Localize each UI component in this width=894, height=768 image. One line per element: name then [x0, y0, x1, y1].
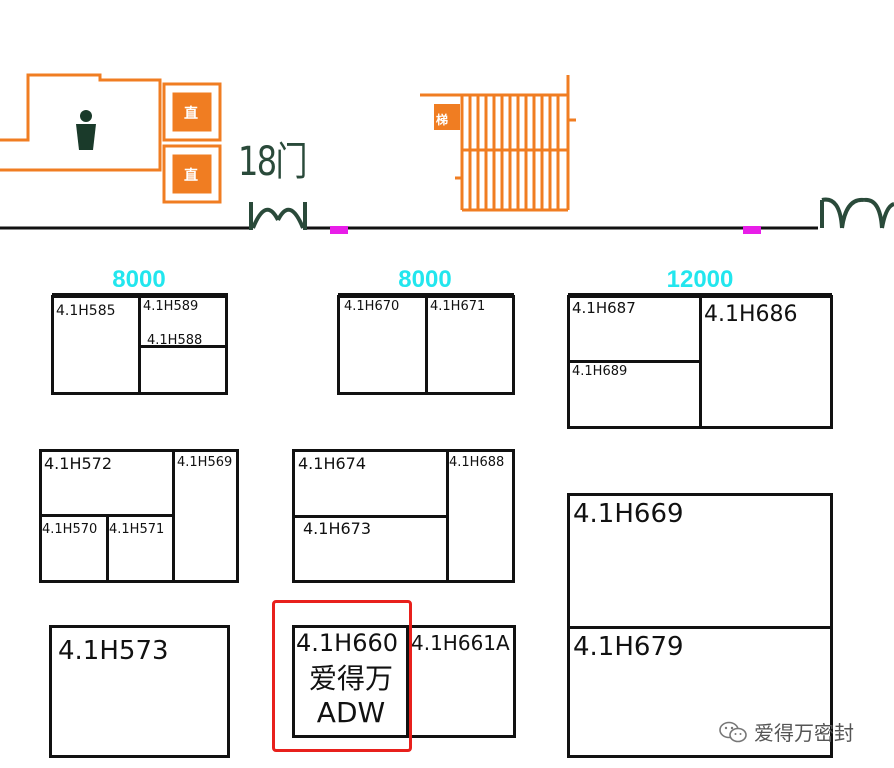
booth-label: 4.1H661A: [411, 631, 510, 655]
booth-label: 4.1H671: [430, 299, 486, 314]
booth-label: 4.1H686: [704, 302, 798, 327]
booth-label: 4.1H570: [42, 522, 98, 537]
highlight-frame: [272, 600, 412, 752]
booth-label: 4.1H679: [573, 632, 684, 662]
booth-4-1h689[interactable]: 4.1H689: [567, 360, 702, 429]
exhibitor-name-en: ADW: [316, 695, 386, 729]
booth-4-1h571[interactable]: 4.1H571: [106, 514, 175, 583]
booth-label: 4.1H571: [109, 522, 165, 537]
booth-4-1h572[interactable]: 4.1H572: [39, 449, 175, 517]
booth-4-1h687[interactable]: 4.1H687: [567, 295, 702, 363]
booth-label: 4.1H569: [177, 455, 233, 470]
booth-4-1h573[interactable]: 4.1H573: [49, 625, 230, 758]
booth-label: 4.1H688: [449, 455, 505, 470]
exhibitor-name-cn: 爱得万: [308, 662, 393, 695]
door-18-label: 18门: [238, 139, 308, 185]
booth-label: 4.1H585: [56, 303, 116, 319]
dimension-label: 12000: [666, 266, 734, 293]
booth-4-1h670[interactable]: 4.1H670: [337, 295, 428, 395]
booth-4-1h673[interactable]: 4.1H673: [292, 515, 449, 583]
stair-sign-icon: [434, 104, 460, 130]
booth-4-1h671[interactable]: 4.1H671: [425, 295, 515, 395]
door-18-icon: [249, 202, 307, 230]
booth-4-1h588[interactable]: 4.1H588: [138, 334, 228, 395]
booth-4-1h669[interactable]: 4.1H669: [567, 493, 833, 629]
marker-icon: [743, 226, 761, 234]
booth-4-1h660[interactable]: 4.1H660: [292, 625, 409, 738]
booth-label: 4.1H573: [58, 636, 169, 666]
elevator-icon: 直: [184, 167, 198, 184]
wechat-icon: [719, 721, 747, 742]
booth-4-1h679[interactable]: 4.1H679: [567, 626, 833, 758]
booth-label: 4.1H589: [143, 299, 199, 314]
dimension-label: 8000: [112, 266, 166, 293]
svg-text:梯: 梯: [436, 112, 448, 127]
door-right-icon: [820, 197, 894, 229]
booth-4-1h570[interactable]: 4.1H570: [39, 514, 109, 583]
booth-label: 4.1H687: [572, 299, 636, 317]
watermark: 爱得万密封: [718, 717, 854, 746]
booth-label: 4.1H674: [298, 454, 367, 473]
watermark-text: 爱得万密封: [754, 721, 854, 745]
booth-label: 4.1H572: [44, 454, 113, 473]
booth-4-1h688[interactable]: 4.1H688: [446, 449, 515, 583]
restroom-icon: [76, 110, 96, 150]
elevator-icon: 直: [184, 105, 198, 122]
exhibitor-name: 爱得万 ADW: [292, 662, 410, 729]
booth-label: 4.1H689: [572, 364, 628, 379]
booth-4-1h661a[interactable]: 4.1H661A: [406, 625, 516, 738]
booth-label: 4.1H588: [147, 333, 203, 348]
booth-4-1h674[interactable]: 4.1H674: [292, 449, 449, 518]
booth-4-1h569[interactable]: 4.1H569: [172, 449, 239, 583]
booth-4-1h589[interactable]: 4.1H589: [138, 295, 228, 348]
booth-label: 4.1H660: [296, 629, 399, 657]
marker-icon: [330, 226, 348, 234]
booth-label: 4.1H670: [344, 299, 400, 314]
booth-label: 4.1H673: [303, 519, 372, 538]
stairs-icon: [420, 75, 576, 212]
booth-4-1h585[interactable]: 4.1H585: [51, 295, 141, 395]
dimension-label: 8000: [398, 266, 452, 293]
facility-block-left: [0, 73, 222, 204]
booth-label: 4.1H669: [573, 499, 684, 529]
booth-4-1h686[interactable]: 4.1H686: [699, 295, 833, 429]
